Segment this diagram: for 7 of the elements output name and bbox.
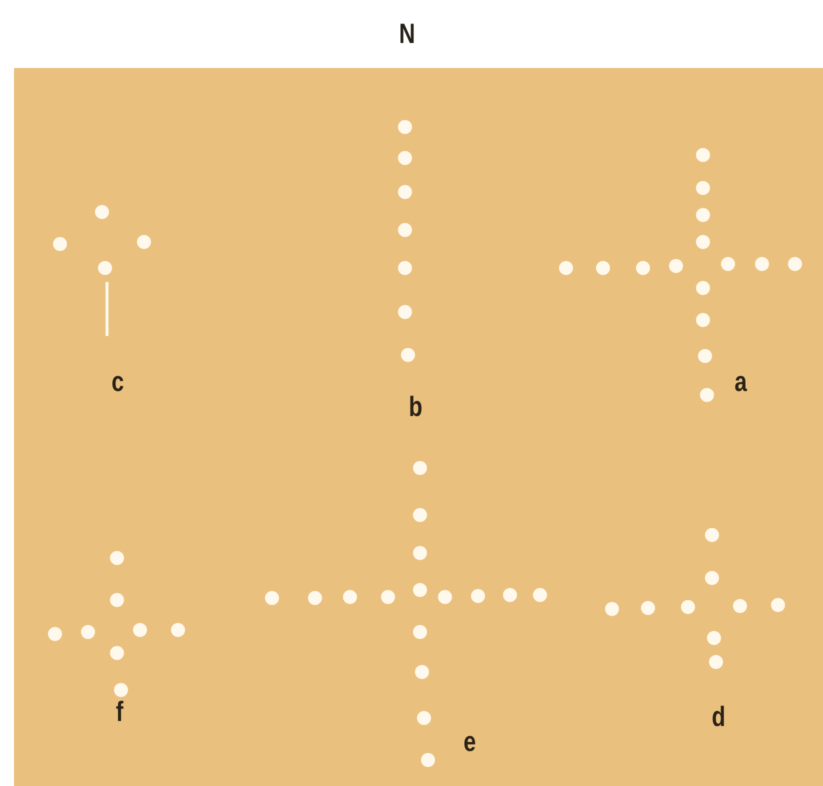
letter-label: b: [408, 393, 422, 421]
letter-label: c: [112, 368, 124, 396]
letter-label: d: [712, 703, 726, 731]
north-label: N: [399, 20, 416, 48]
letter-label: f: [116, 698, 124, 726]
letter-label: e: [464, 728, 476, 756]
letter-label: a: [734, 368, 748, 396]
